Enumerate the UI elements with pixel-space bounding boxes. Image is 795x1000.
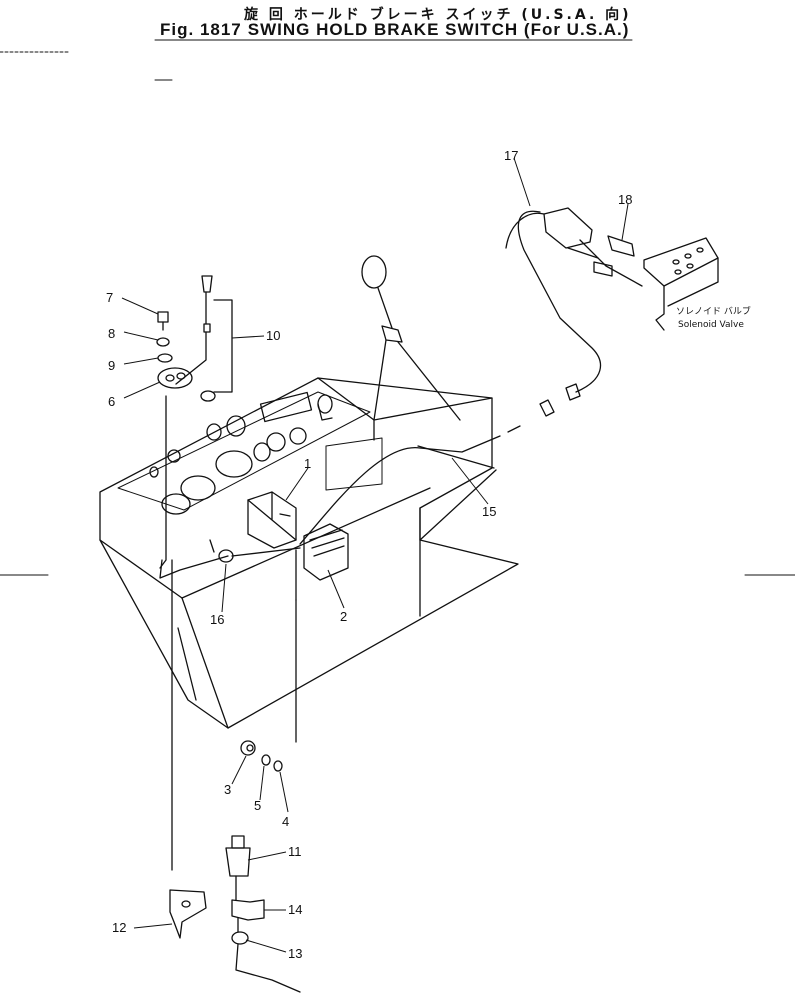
callout-14: 14 — [288, 902, 302, 917]
callout-7: 7 — [106, 290, 113, 305]
washer-part-5 — [261, 754, 271, 766]
callout-6: 6 — [108, 394, 115, 409]
header-rules — [0, 39, 795, 576]
callout-1: 1 — [304, 456, 311, 471]
callout-15: 15 — [482, 504, 496, 519]
callout-labels: 7 8 9 6 10 1 2 16 15 17 18 3 5 4 11 14 1… — [106, 148, 751, 961]
solenoid-label-japanese: ソレノイド バルブ — [676, 305, 751, 317]
callout-4: 4 — [282, 814, 289, 829]
callout-13: 13 — [288, 946, 302, 961]
plate-part-6 — [157, 367, 193, 389]
title-english: SWING HOLD BRAKE SWITCH (For U.S.A.) — [247, 20, 630, 39]
nut-part-3 — [240, 740, 256, 756]
bolt-part-7 — [157, 311, 169, 331]
title-japanese: 旋 回 ホールド ブレーキ スイッチ (U.S.A. 向) — [244, 7, 632, 23]
switch-part-10 — [175, 275, 233, 402]
leader-lines — [121, 157, 629, 953]
callout-2: 2 — [340, 609, 347, 624]
bracket-part-12 — [169, 889, 207, 939]
callout-17: 17 — [504, 148, 518, 163]
washer-part-4 — [273, 760, 283, 772]
title-block: 旋 回 ホールド ブレーキ スイッチ (U.S.A. 向) Fig. 1817 S… — [0, 0, 795, 60]
solenoid-label-english: Solenoid Valve — [678, 320, 744, 330]
harness-part-15 — [299, 383, 581, 545]
terminal-block-part-2 — [303, 523, 349, 581]
relay-part-1 — [247, 491, 297, 549]
callout-18: 18 — [618, 192, 632, 207]
solenoid-valve — [643, 237, 719, 331]
gear-lever — [361, 255, 461, 421]
title-english-line: Fig. 1817 SWING HOLD BRAKE SWITCH (For U.… — [160, 20, 629, 40]
washer-part-8 — [156, 337, 170, 347]
callout-12: 12 — [112, 920, 126, 935]
washer-part-9 — [157, 353, 173, 363]
callout-10: 10 — [266, 328, 280, 343]
cable-part-17 — [505, 207, 643, 393]
connector-part-18 — [593, 235, 635, 277]
switch-part-11 — [225, 835, 301, 993]
callout-3: 3 — [224, 782, 231, 797]
figure-number: Fig. 1817 — [160, 20, 242, 39]
callout-9: 9 — [108, 358, 115, 373]
callout-16: 16 — [210, 612, 224, 627]
callout-11: 11 — [288, 844, 302, 859]
callout-8: 8 — [108, 326, 115, 341]
gauges — [149, 391, 333, 515]
callout-5: 5 — [254, 798, 261, 813]
wire-harness-16 — [159, 395, 301, 871]
console-body — [99, 255, 519, 729]
